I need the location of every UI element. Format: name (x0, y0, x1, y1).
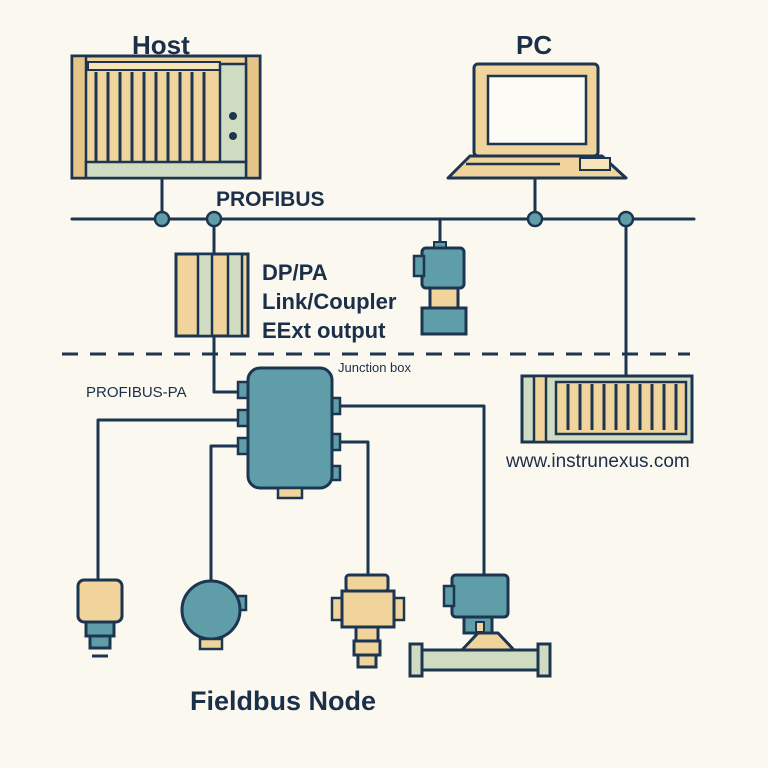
bus-node-coupler (205, 210, 223, 228)
bus-transmitter-icon (412, 241, 468, 336)
bus-node-pc (526, 210, 544, 228)
pc-label: PC (516, 30, 553, 60)
pc-laptop-icon (446, 62, 628, 180)
junction-box-icon (236, 366, 342, 500)
coupler-label-line-2: Link/Coupler (262, 289, 397, 314)
host-label: Host (132, 30, 190, 60)
host-rack-icon (70, 54, 262, 180)
coupler-label: DP/PA Link/Coupler EExt output (262, 258, 396, 345)
remote-io-rack-icon (520, 374, 694, 444)
coupler-label-line-1: DP/PA (262, 260, 328, 285)
dp-pa-coupler-icon (174, 252, 250, 338)
wire-to-flow-meter (336, 404, 486, 577)
wire-to-level-sensor (209, 444, 244, 585)
flow-meter-icon (408, 573, 552, 678)
bus-node-host (153, 210, 171, 228)
fieldbus-node-label: Fieldbus Node (190, 686, 377, 716)
valve-transmitter-icon (330, 573, 406, 669)
bus-node-remote-io (617, 210, 635, 228)
level-sensor-icon (180, 579, 248, 651)
wire-to-pressure-transmitter (96, 418, 244, 582)
website-label: www.instrunexus.com (506, 451, 690, 472)
junction-box-label: Junction box (338, 360, 411, 375)
wire-to-valve-transmitter (336, 440, 370, 577)
profibus-pa-label: PROFIBUS-PA (86, 384, 187, 401)
coupler-label-line-3: EExt output (262, 318, 386, 343)
pressure-transmitter-icon (76, 578, 124, 658)
profibus-label: PROFIBUS (216, 188, 325, 211)
